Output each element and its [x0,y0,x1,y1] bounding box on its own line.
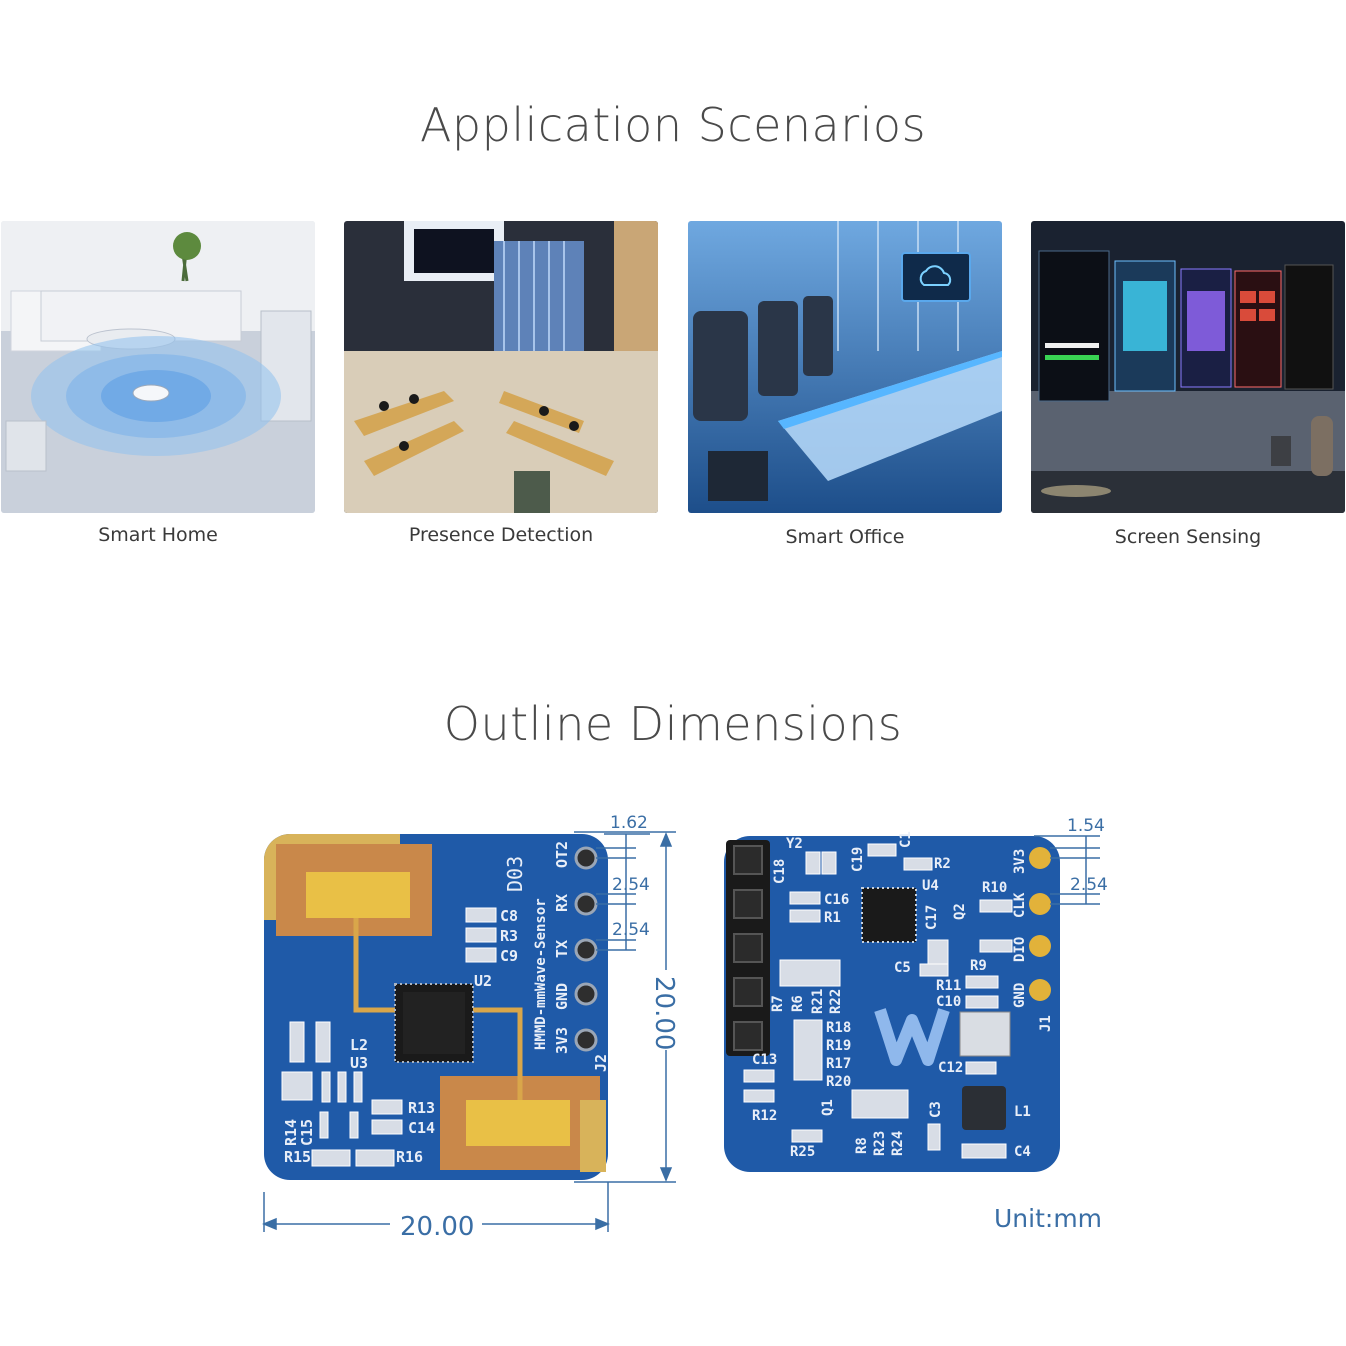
silk-r10: R10 [982,880,1007,896]
scenario-card-smart-home: Smart Home [1,221,315,546]
silk-c15: C15 [298,1119,316,1146]
silk-j2: J2 [592,1054,610,1072]
silk-r12: R12 [752,1108,777,1124]
scenario-card-screen-sensing: Screen Sensing [1031,221,1345,548]
application-scenarios-title: Application Scenarios [419,98,927,152]
front-board: C8 R3 C9 U2 L2 U3 R13 C14 R15 R16 R14 C1… [264,834,610,1180]
silk-r19: R19 [826,1038,851,1054]
silk-pin-tx: TX [553,940,571,958]
silk-r7: R7 [770,995,786,1012]
silk-back-pin-gnd: GND [1012,983,1028,1008]
silk-back-pin-dio: DIO [1012,937,1028,962]
dim-pin-pitch-front-2: 2.54 [612,920,650,940]
silk-pin-gnd: GND [553,983,571,1010]
silk-r6: R6 [790,995,806,1012]
silk-u4: U4 [922,878,939,894]
silk-r24: R24 [890,1131,906,1156]
scenario-card-presence-detection: Presence Detection [344,221,658,546]
silk-c3: C3 [928,1101,944,1118]
back-dimensions [1034,835,1100,905]
back-board: Y2 C18 C19 C1 R2 U4 C16 R1 C17 Q2 R10 C5… [724,831,1060,1172]
silk-r18: R18 [826,1020,851,1036]
silk-r2: R2 [934,856,951,872]
silk-r17: R17 [826,1056,851,1072]
silk-c10: C10 [936,994,961,1010]
silk-model-name: HMMD-mmWave-Sensor [533,898,549,1050]
presence-detection-photo [344,221,658,513]
silk-q2: Q2 [952,903,968,920]
silk-c5: C5 [894,960,911,976]
smart-home-photo [1,221,315,513]
silk-r9: R9 [970,958,987,974]
silk-pin-3v3: 3V3 [553,1027,571,1054]
silk-r25: R25 [790,1144,815,1160]
smart-office-photo [688,221,1002,513]
front-dimensions [262,831,676,1232]
screen-sensing-photo [1031,221,1345,513]
silk-c12: C12 [938,1060,963,1076]
silk-r3: R3 [500,927,518,945]
silk-c13: C13 [752,1052,777,1068]
silk-c17: C17 [924,905,940,930]
silk-r23: R23 [872,1131,888,1156]
silk-r21: R21 [810,989,826,1014]
silk-c1: C1 [898,831,914,848]
scenario-label: Screen Sensing [1114,526,1262,548]
scenario-card-smart-office: Smart Office [688,221,1002,548]
scenario-label: Presence Detection [408,524,594,546]
dim-height: 20.00 [649,976,679,1050]
scenario-label: Smart Home [98,524,218,546]
dim-pin-offset-front: 1.62 [610,813,648,833]
silk-r13: R13 [408,1099,435,1117]
silk-r1: R1 [824,910,841,926]
silk-pin-ot2: OT2 [553,841,571,868]
silk-back-pin-3v3: 3V3 [1012,849,1028,874]
dim-pin-pitch-back: 2.54 [1070,875,1108,895]
silk-c8: C8 [500,907,518,925]
silk-c19: C19 [850,847,866,872]
dim-pin-pitch-front-1: 2.54 [612,875,650,895]
silk-j1: J1 [1038,1015,1054,1032]
silk-l2: L2 [350,1036,368,1054]
silk-version: D03 [503,856,527,892]
unit-label: Unit:mm [994,1204,1102,1233]
silk-l1: L1 [1014,1104,1031,1120]
silk-r20: R20 [826,1074,851,1090]
silk-r15: R15 [284,1148,311,1166]
dim-width: 20.00 [400,1212,474,1242]
outline-drawing: C8 R3 C9 U2 L2 U3 R13 C14 R15 R16 R14 C1… [262,813,1108,1242]
silk-u2: U2 [474,972,492,990]
silk-c9: C9 [500,947,518,965]
silk-u3: U3 [350,1054,368,1072]
silk-c4: C4 [1014,1144,1031,1160]
silk-r8: R8 [854,1137,870,1154]
silk-r11: R11 [936,978,961,994]
silk-y2: Y2 [786,836,803,852]
silk-c18: C18 [772,859,788,884]
silk-c14: C14 [408,1119,435,1137]
silk-pin-rx: RX [553,894,571,912]
silk-c16: C16 [824,892,849,908]
outline-dimensions-title: Outline Dimensions [443,697,903,751]
scenario-label: Smart Office [785,526,905,548]
silk-back-pin-clk: CLK [1012,892,1028,918]
silk-r22: R22 [828,989,844,1014]
silk-r16: R16 [396,1148,423,1166]
silk-r14: R14 [282,1119,300,1146]
dim-pin-offset-back: 1.54 [1067,816,1105,836]
silk-q1: Q1 [820,1099,836,1116]
